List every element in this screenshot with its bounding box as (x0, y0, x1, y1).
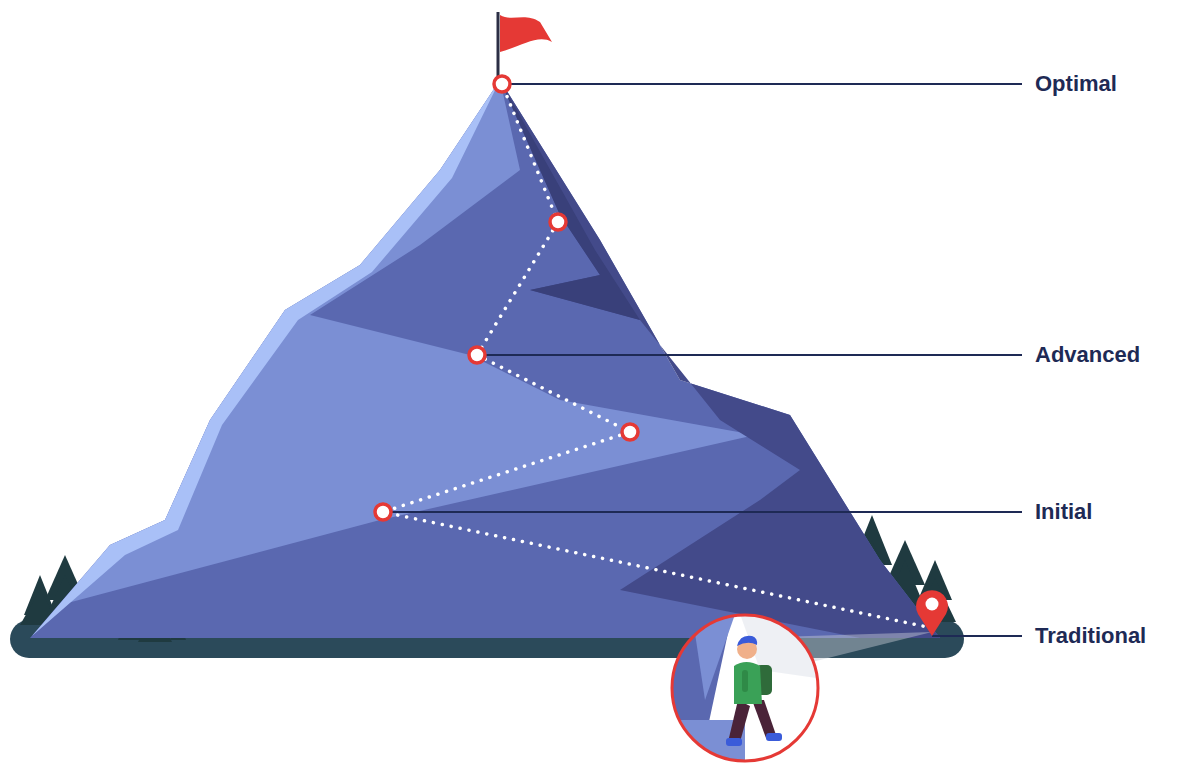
waypoint (550, 214, 566, 230)
hiker-shoe (766, 733, 782, 741)
hiker-shoe (726, 738, 742, 746)
hiker-leg (728, 700, 750, 742)
leader-line (932, 635, 1022, 637)
mountain-highlight (32, 80, 500, 636)
leader-line (477, 354, 1022, 356)
stage-label: Traditional (1035, 622, 1146, 650)
stage-label: Initial (1035, 498, 1092, 526)
waypoints (375, 76, 638, 520)
flag-pole (497, 12, 500, 82)
waypoint (375, 504, 391, 520)
stage-label: Optimal (1035, 70, 1117, 98)
inset-border (672, 615, 818, 761)
stage-label: Advanced (1035, 341, 1140, 369)
hiker-inset (660, 600, 830, 764)
hiker-hair (737, 636, 757, 646)
waypoint (622, 424, 638, 440)
hiker-leg (752, 700, 776, 738)
mountain-body (30, 80, 940, 638)
flag (500, 15, 552, 52)
mountain-shadow (500, 80, 940, 638)
map-pin-dot (926, 598, 939, 611)
waypoint (494, 76, 510, 92)
map-pin (916, 590, 948, 636)
leader-lines (383, 84, 1022, 636)
mountain-shadow (500, 80, 640, 320)
hiker-arm (742, 670, 748, 692)
leader-line (502, 83, 1022, 85)
hiker-jacket (734, 662, 762, 704)
leader-line (383, 511, 1022, 513)
waypoint (469, 347, 485, 363)
